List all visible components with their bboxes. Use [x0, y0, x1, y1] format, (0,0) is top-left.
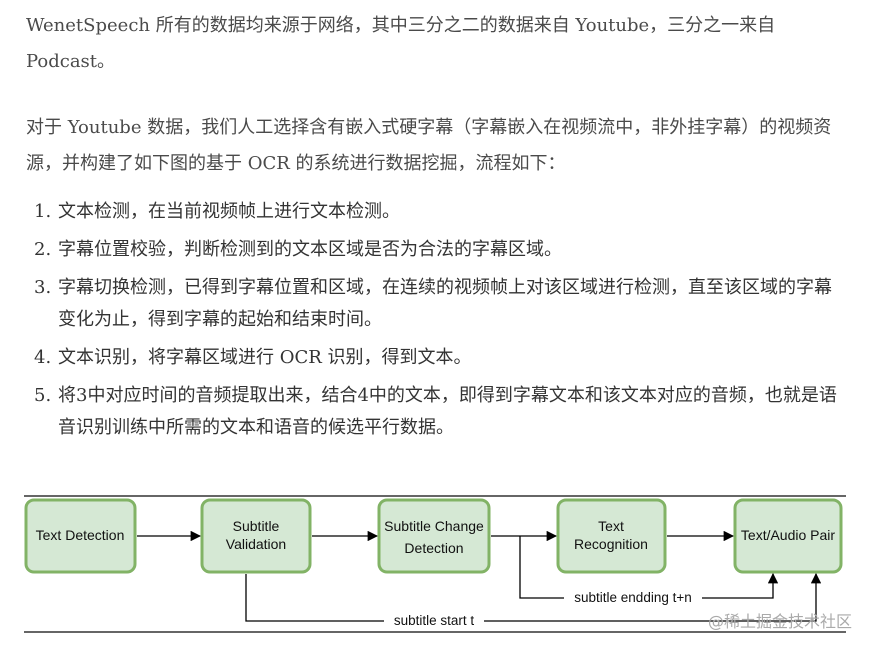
box-subtitle-change-detection — [377, 498, 491, 574]
box-label: Text — [598, 518, 624, 534]
step-item: 3. 字幕切换检测，已得到字幕位置和区域，在连续的视频帧上对该区域进行检测，直至该… — [26, 272, 846, 336]
step-number: 4. — [34, 347, 52, 368]
step-item: 2. 字幕位置校验，判断检测到的文本区域是否为合法的字幕区域。 — [26, 234, 846, 266]
step-number: 2. — [34, 239, 52, 260]
intro-paragraph: WenetSpeech 所有的数据均来源于网络，其中三分之二的数据来自 Yout… — [26, 15, 776, 72]
youtube-paragraph: 对于 Youtube 数据，我们人工选择含有嵌入式硬字幕（字幕嵌入在视频流中，非… — [26, 117, 832, 174]
step-item: 4. 文本识别，将字幕区域进行 OCR 识别，得到文本。 — [26, 342, 846, 374]
box-label: Recognition — [574, 536, 648, 552]
box-label: Subtitle — [233, 518, 280, 534]
step-text: 文本检测，在当前视频帧上进行文本检测。 — [58, 201, 400, 222]
step-number: 1. — [34, 201, 52, 222]
step-text: 文本识别，将字幕区域进行 OCR 识别，得到文本。 — [58, 347, 472, 368]
box-label: Subtitle Change — [384, 518, 484, 534]
box-subtitle-validation — [200, 498, 312, 574]
box-label: Text Detection — [36, 527, 125, 543]
step-text: 将3中对应时间的音频提取出来，结合4中的文本，即得到字幕文本和该文本对应的音频，… — [58, 385, 837, 438]
watermark: @稀土掘金技术社区 — [708, 612, 852, 631]
box-label: Detection — [404, 540, 463, 556]
subtitle-start-label: subtitle start t — [394, 613, 475, 628]
box-text-audio-pair — [733, 498, 843, 574]
step-list: 1. 文本检测，在当前视频帧上进行文本检测。 2. 字幕位置校验，判断检测到的文本区… — [26, 196, 846, 450]
start-connector — [245, 572, 822, 622]
step-number: 3. — [34, 277, 52, 298]
subtitle-ending-label: subtitle endding t+n — [574, 590, 691, 605]
step-item: 5. 将3中对应时间的音频提取出来，结合4中的文本，即得到字幕文本和该文本对应的音… — [26, 380, 846, 444]
step-number: 5. — [34, 385, 52, 406]
step-text: 字幕位置校验，判断检测到的文本区域是否为合法的字幕区域。 — [58, 239, 562, 260]
box-label: Text/Audio Pair — [741, 527, 835, 543]
step-text: 字幕切换检测，已得到字幕位置和区域，在连续的视频帧上对该区域进行检测，直至该区域… — [58, 277, 832, 330]
ocr-pipeline-diagram: Text Detection Subtitle Validation Subti… — [24, 495, 852, 633]
step-item: 1. 文本检测，在当前视频帧上进行文本检测。 — [26, 196, 846, 228]
box-text-recognition — [556, 498, 667, 574]
box-text-detection — [24, 498, 137, 574]
box-label: Validation — [226, 536, 286, 552]
